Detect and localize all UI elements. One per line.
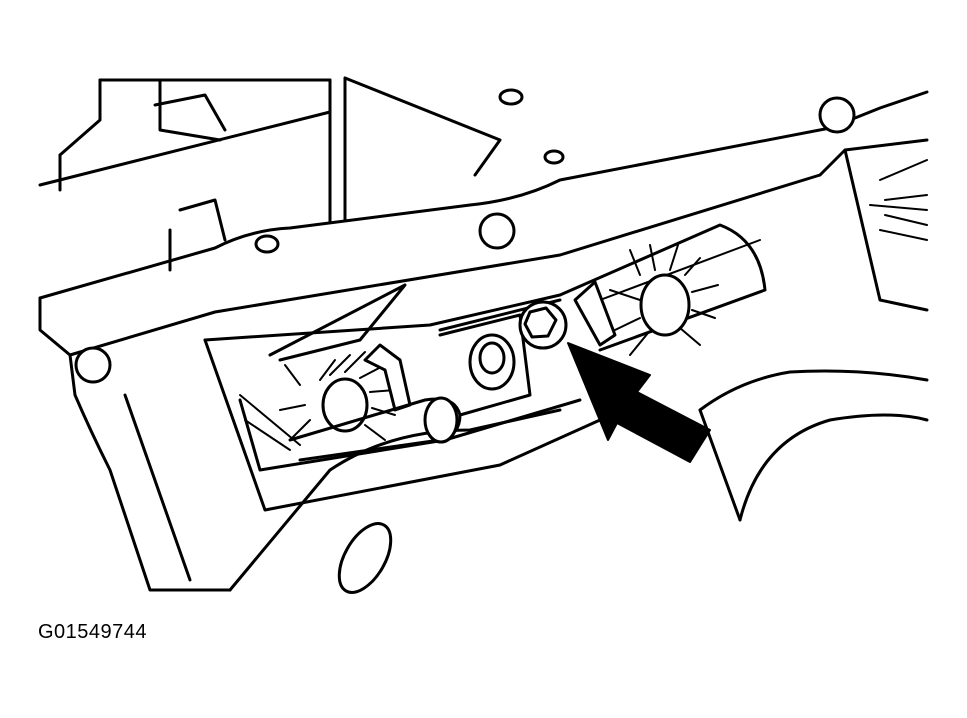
bolt-holes bbox=[74, 88, 856, 594]
far-right-spring bbox=[869, 159, 928, 241]
indicator-arrow bbox=[567, 342, 711, 463]
left-spring bbox=[239, 343, 462, 462]
center-plug bbox=[438, 300, 568, 417]
figure-id-label: G01549744 bbox=[38, 621, 148, 643]
upper-casting bbox=[38, 76, 502, 272]
right-spring bbox=[573, 244, 719, 356]
accumulator-bore bbox=[698, 369, 929, 522]
